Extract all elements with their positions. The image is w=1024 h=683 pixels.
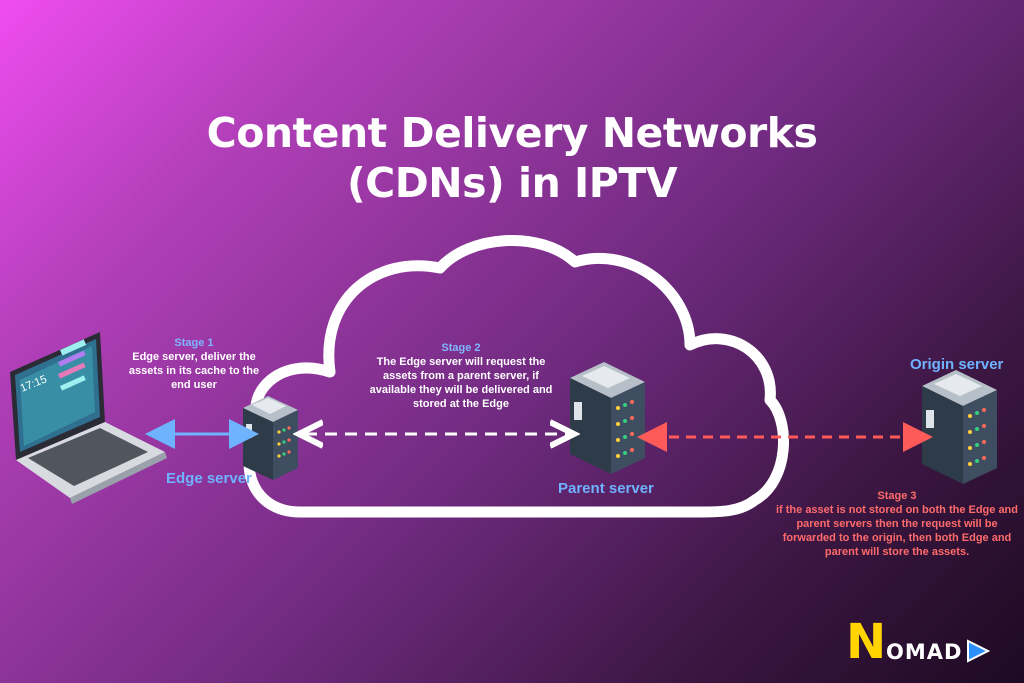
stage-1-text: Edge server, deliver the assets in its c… [128,351,260,391]
stage-1-note: Stage 1 Edge server, deliver the assets … [120,336,268,392]
edge-server-label: Edge server [166,470,252,487]
logo-text: OMAD [886,640,963,664]
stage-3-text: if the asset is not stored on both the E… [775,504,1019,558]
origin-server-label: Origin server [910,356,1004,373]
logo-letter-n: N [846,614,887,670]
parent-server-icon [570,362,645,474]
title-line-2: (CDNs) in IPTV [346,159,678,207]
title-line-1: Content Delivery Networks [206,109,818,157]
diagram-title: Content Delivery Networks (CDNs) in IPTV [0,108,1024,208]
stage-3-note: Stage 3 if the asset is not stored on bo… [772,489,1022,559]
parent-server-label: Parent server [558,480,654,497]
stage-2-note: Stage 2 The Edge server will request the… [366,341,556,411]
stage-2-heading: Stage 2 [441,342,481,354]
stage-2-text: The Edge server will request the assets … [369,356,553,410]
play-icon [967,639,990,663]
nomad-logo: N OMAD [846,614,1006,670]
origin-server-icon [922,370,997,484]
edge-server-icon [243,396,298,480]
stage-3-heading: Stage 3 [877,490,917,502]
stage-1-heading: Stage 1 [174,337,214,349]
laptop-icon [10,332,167,504]
